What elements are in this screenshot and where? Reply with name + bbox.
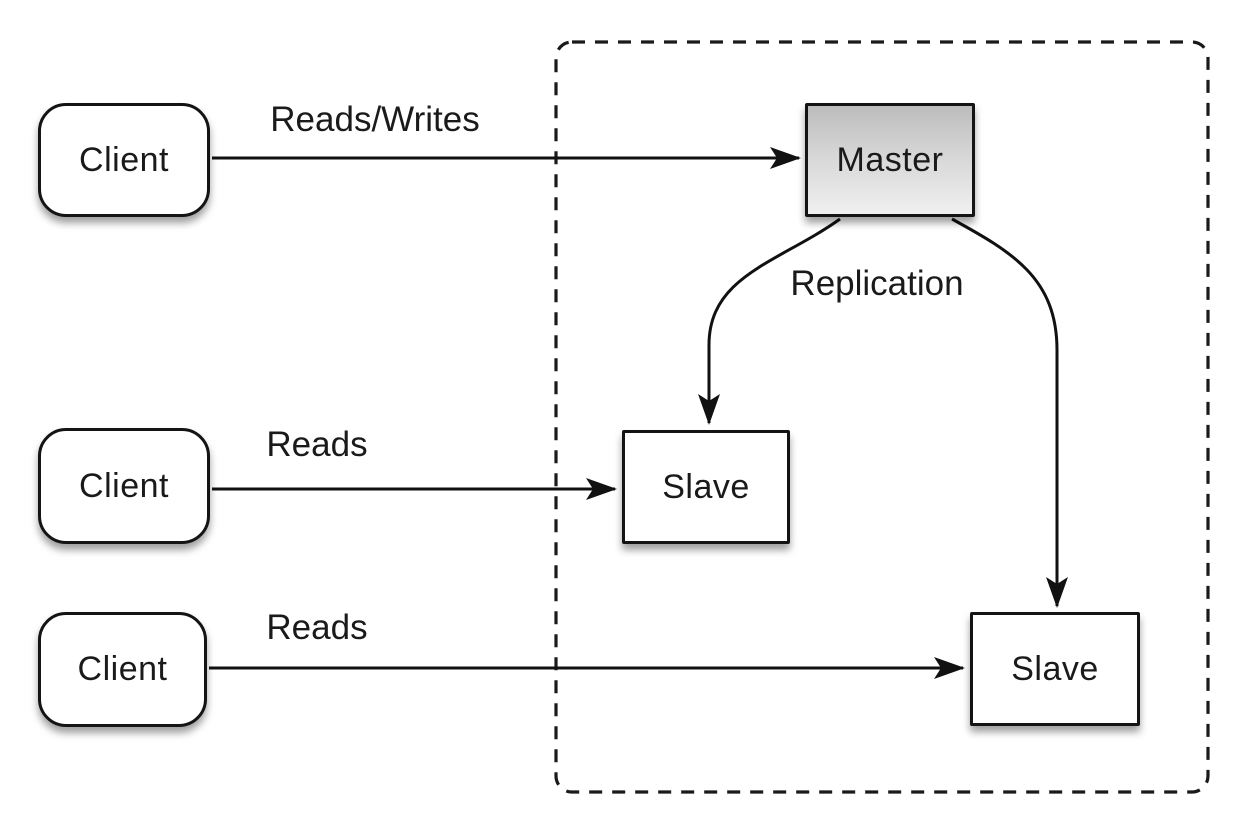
node-client-1: Client [38, 103, 210, 217]
node-master: Master [805, 103, 975, 217]
node-client-2: Client [38, 428, 210, 544]
node-label: Client [77, 650, 168, 688]
node-label: Slave [1011, 649, 1099, 688]
node-slave-2: Slave [970, 612, 1140, 726]
node-label: Client [79, 466, 169, 505]
edge-label-replication: Replication [790, 264, 964, 303]
replication-arrow-right [951, 217, 1068, 608]
edge-label-reads-writes: Reads/Writes [270, 100, 480, 139]
edge-label-reads-2: Reads [266, 608, 368, 647]
node-label: Client [79, 140, 169, 179]
node-slave-1: Slave [622, 430, 790, 544]
replication-boundary [554, 40, 1210, 794]
edge-label-reads-1: Reads [266, 425, 368, 464]
node-label: Master [836, 140, 944, 179]
node-label: Slave [662, 467, 750, 506]
replication-arrow-left [698, 217, 841, 425]
node-client-3: Client [38, 612, 207, 727]
